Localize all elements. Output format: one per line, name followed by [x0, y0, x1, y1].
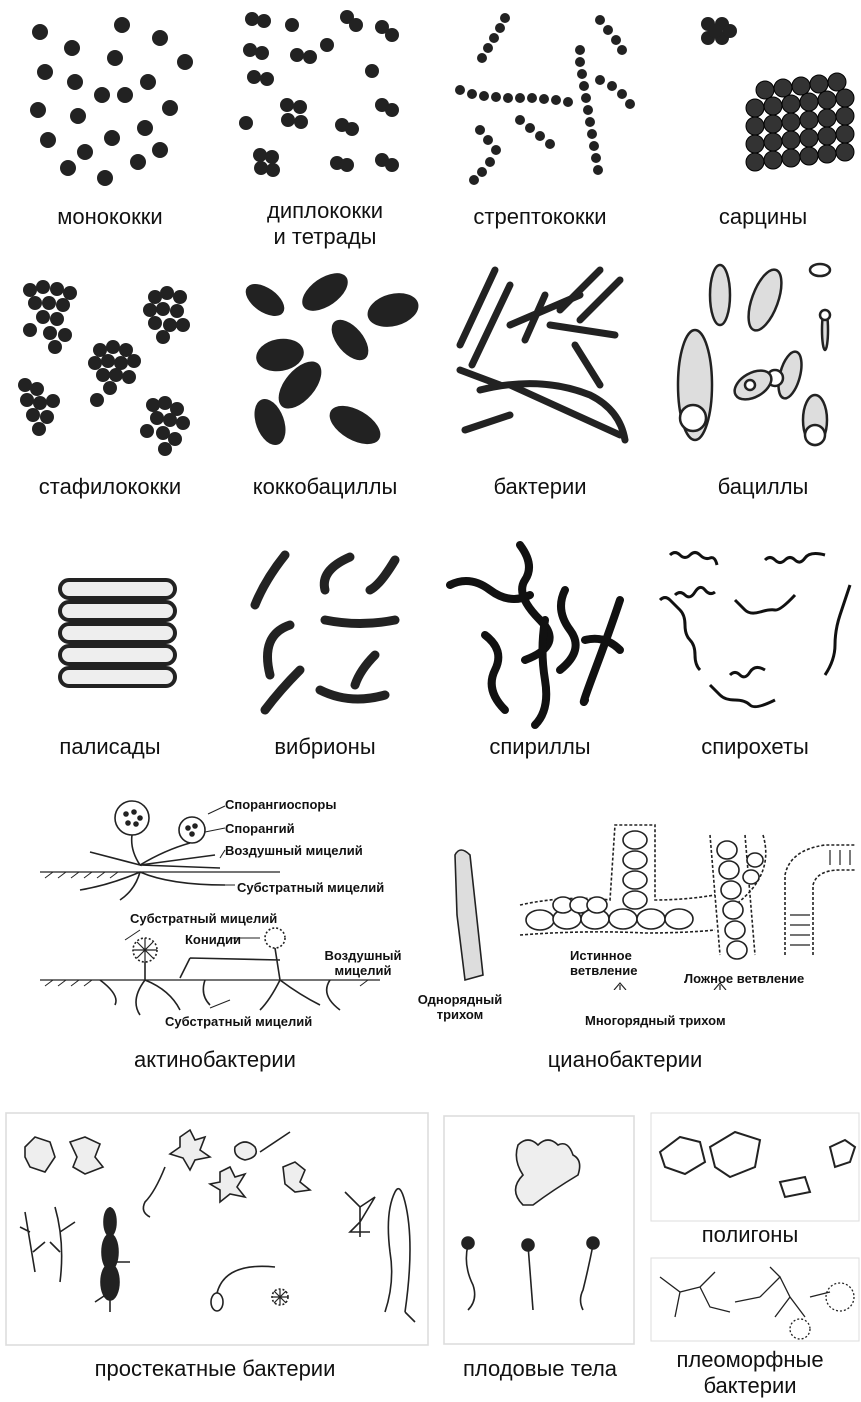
label-coccobacilli: коккобациллы [220, 474, 430, 500]
label-diplococci-line2: и тетрады [220, 224, 430, 250]
label-sporangiospores: Спорангиоспоры [225, 797, 336, 812]
label-uniseriate-a: Однорядный [405, 992, 515, 1007]
coccobacilli-figure [225, 260, 425, 460]
label-uniseriate-trichome: Однорядный трихом [405, 992, 515, 1022]
label-pleomorphic-line2: бактерии [655, 1373, 845, 1399]
vibrios-figure [240, 545, 420, 725]
label-bacteria: бактерии [440, 474, 640, 500]
diplococci-figure [232, 5, 422, 185]
label-fruiting-bodies: плодовые тела [440, 1356, 640, 1382]
fruiting-bodies-figure [443, 1115, 635, 1345]
label-aerial-mycelium-2: Воздушный мицелий [318, 948, 408, 978]
cyanobacteria-figure [445, 815, 860, 990]
spirilla-figure [445, 540, 635, 730]
palisades-figure [55, 575, 185, 700]
prosthecate-figure [5, 1112, 430, 1347]
label-diplococci-line1: диплококки [220, 198, 430, 224]
label-substrate-mycelium-2: Субстратный мицелий [130, 911, 277, 926]
label-palisades: палисады [10, 734, 210, 760]
label-true-branching: Истинное ветвление [570, 948, 637, 978]
label-sporangium: Спорангий [225, 821, 295, 836]
label-spirochetes: спирохеты [660, 734, 850, 760]
monococci-figure [20, 10, 200, 195]
label-uniseriate-b: трихом [405, 1007, 515, 1022]
sarcina-figure [690, 10, 860, 190]
label-prosthecate: простекатные бактерии [20, 1356, 410, 1382]
label-aerial-mycelium-2b: мицелий [318, 963, 408, 978]
label-true-branching-a: Истинное [570, 948, 637, 963]
streptococci-figure [450, 10, 640, 195]
label-aerial-mycelium-1: Воздушный мицелий [225, 843, 363, 858]
spirochetes-figure [655, 540, 860, 720]
label-actinobacteria: актинобактерии [80, 1047, 350, 1073]
polygons-figure [650, 1112, 860, 1222]
label-conidia: Конидии [185, 932, 241, 947]
bacilli-figure [665, 260, 845, 455]
label-substrate-mycelium-1: Субстратный мицелий [237, 880, 384, 895]
label-pleomorphic: плеоморфные бактерии [655, 1347, 845, 1399]
label-aerial-mycelium-2a: Воздушный [318, 948, 408, 963]
label-pleomorphic-line1: плеоморфные [655, 1347, 845, 1373]
label-sarcina: сарцины [668, 204, 858, 230]
label-polygons: полигоны [655, 1222, 845, 1248]
label-streptococci: стрептококки [440, 204, 640, 230]
label-multiseriate-trichome: Многорядный трихом [585, 1013, 726, 1028]
label-bacilli: бациллы [668, 474, 858, 500]
label-monococci: монококки [10, 204, 210, 230]
bacteria-figure [450, 265, 630, 455]
label-staphylococci: стафилококки [10, 474, 210, 500]
label-vibrios: вибрионы [220, 734, 430, 760]
label-spirilla: спириллы [440, 734, 640, 760]
label-diplococci: диплококки и тетрады [220, 198, 430, 250]
staphylococci-figure [15, 275, 200, 465]
label-cyanobacteria: цианобактерии [510, 1047, 740, 1073]
pleomorphic-figure [650, 1257, 860, 1342]
label-substrate-mycelium-3: Субстратный мицелий [165, 1014, 312, 1029]
label-false-branching: Ложное ветвление [684, 971, 804, 986]
label-true-branching-b: ветвление [570, 963, 637, 978]
